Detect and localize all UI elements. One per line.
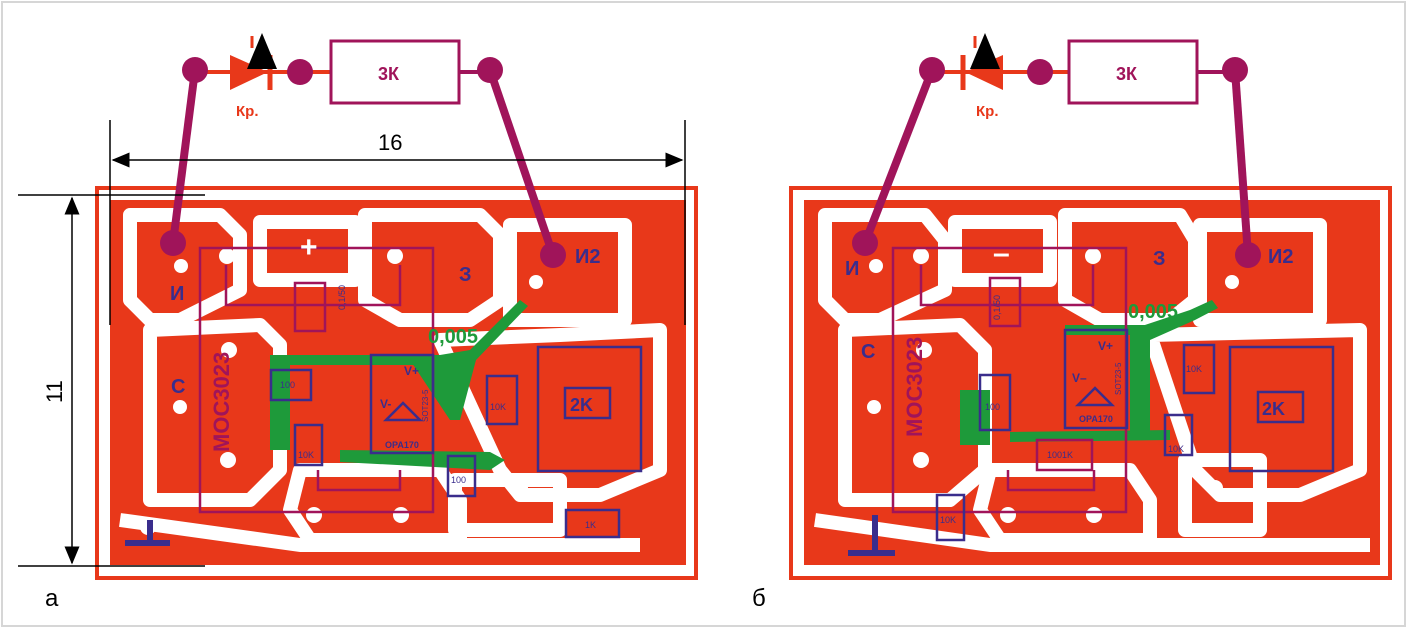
pad-label-minus-b: – <box>993 237 1010 270</box>
part-label-b-6: 10K <box>940 515 956 525</box>
pad-label-z-b: З <box>1153 248 1166 270</box>
opamp-vplus-a: V+ <box>404 364 419 378</box>
capacitor-value-b: 0,005 <box>1128 301 1178 323</box>
part-label-a-1: 100 <box>280 380 295 390</box>
diode-label-a: Кр. <box>236 103 259 120</box>
board-outline-b <box>789 186 1392 580</box>
pad-label-plus-a: + <box>300 231 318 264</box>
opamp-label-a: OPA170 <box>385 440 419 450</box>
chip-label-a: MOC3023 <box>209 352 234 452</box>
dimension-width-a: 16 <box>378 130 402 155</box>
diode-label-b: Кр. <box>976 103 999 120</box>
part-label-b-3: 10K <box>1168 444 1184 454</box>
diode-resistor-b <box>852 36 1261 268</box>
panel-label-a: а <box>45 585 59 612</box>
opamp-vminus-a: V- <box>380 397 391 411</box>
part-label-b-2: 10K <box>1186 364 1202 374</box>
resistor-label-a: 3К <box>378 64 400 84</box>
part-label-a-5: 1K <box>585 520 596 530</box>
opamp-label-b: OPA170 <box>1079 414 1113 424</box>
opamp-pkg-b: SOT23-5 <box>1114 362 1123 395</box>
pad-label-c-a: С <box>171 376 185 398</box>
resistor-label-b: 3К <box>1116 64 1138 84</box>
small-cap-a: 0,1/50 <box>337 285 347 310</box>
diode-resistor-a <box>160 36 566 268</box>
part-label-a-4: 100 <box>451 475 466 485</box>
panel-a <box>18 36 698 580</box>
dimensions-a <box>18 120 686 567</box>
pad-label-z-a: З <box>459 264 472 286</box>
panel-b <box>789 36 1392 580</box>
opamp-pkg-a: SOT23-5 <box>421 389 430 422</box>
part-label-a-2: 10K <box>490 402 506 412</box>
chip-label-b: MOC3023 <box>902 337 927 437</box>
pad-label-i-b: И <box>845 258 859 280</box>
trimmer-label-a: 2K <box>570 395 593 415</box>
opamp-vplus-b: V+ <box>1098 339 1113 353</box>
trimmer-label-b: 2K <box>1262 399 1285 419</box>
part-label-b-4: 100 <box>1047 450 1062 460</box>
part-label-a-3: 10K <box>298 450 314 460</box>
dimension-height-a: 11 <box>42 380 67 403</box>
pad-label-i2-b: И2 <box>1268 246 1294 268</box>
pad-label-c-b: С <box>861 341 875 363</box>
capacitor-value-a: 0,005 <box>428 326 478 348</box>
panel-label-b: б <box>752 585 766 612</box>
opamp-vminus-b: V– <box>1072 371 1087 385</box>
board-outline-a <box>95 186 698 580</box>
pad-label-i-a: И <box>170 283 184 305</box>
part-label-b-1: 100 <box>985 402 1000 412</box>
part-label-b-5: 1K <box>1062 450 1073 460</box>
small-cap-b: 0,1/50 <box>992 295 1002 320</box>
pad-label-i2-a: И2 <box>575 246 601 268</box>
